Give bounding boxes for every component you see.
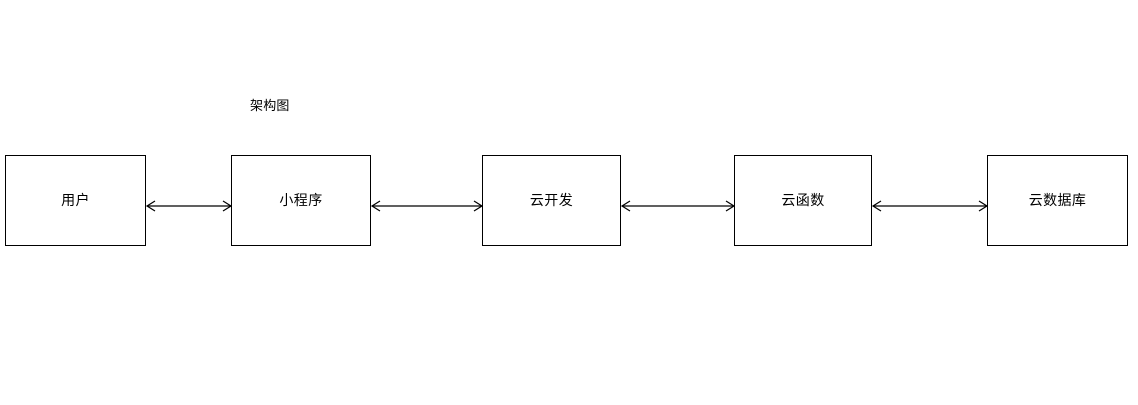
node-label: 云函数 xyxy=(781,192,825,209)
node-miniapp[interactable]: 小程序 xyxy=(231,155,371,246)
node-label: 云数据库 xyxy=(1028,192,1087,209)
node-label: 用户 xyxy=(61,192,90,209)
node-cloudfunction[interactable]: 云函数 xyxy=(734,155,872,246)
arrowhead-left-icon xyxy=(145,200,156,212)
node-user[interactable]: 用户 xyxy=(5,155,146,246)
connector-miniapp-clouddev[interactable] xyxy=(370,196,484,216)
node-clouddev[interactable]: 云开发 xyxy=(482,155,621,246)
node-label: 小程序 xyxy=(279,192,323,209)
connector-user-miniapp[interactable] xyxy=(145,196,233,216)
arrowhead-left-icon xyxy=(871,200,882,212)
connector-clouddev-cloudfunc[interactable] xyxy=(620,196,736,216)
diagram-title: 架构图 xyxy=(250,99,290,114)
arrowhead-left-icon xyxy=(620,200,631,212)
node-label: 云开发 xyxy=(529,192,574,209)
arrowhead-left-icon xyxy=(370,200,381,212)
connector-cloudfunc-clouddb[interactable] xyxy=(871,196,989,216)
node-clouddatabase[interactable]: 云数据库 xyxy=(987,155,1128,246)
